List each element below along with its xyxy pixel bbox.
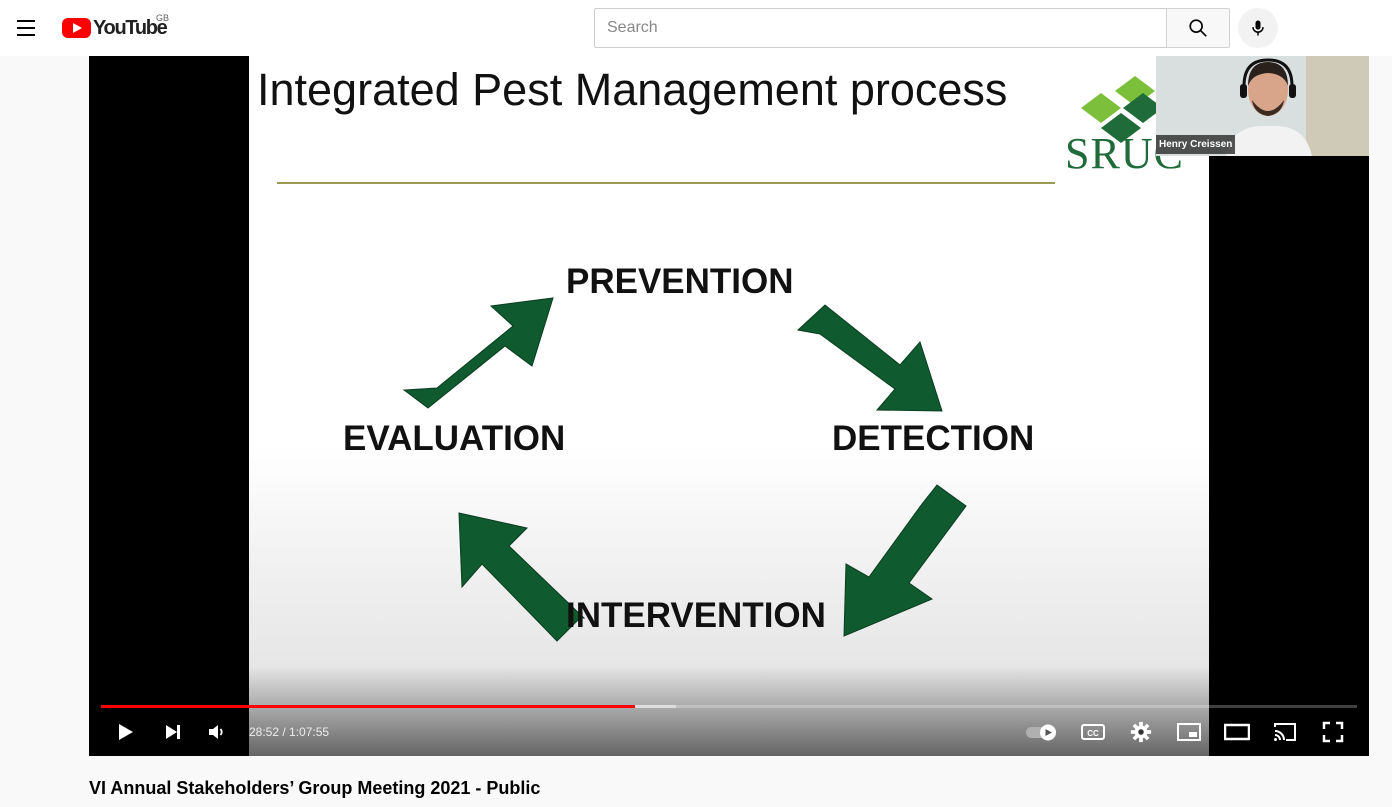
video-title: VI Annual Stakeholders’ Group Meeting 20… [89,778,541,798]
youtube-logo[interactable]: YouTube [62,16,168,40]
play-button[interactable] [105,716,145,748]
search-box [594,8,1167,48]
voice-search-button[interactable] [1238,8,1278,48]
progress-track [101,705,1357,708]
ipm-cycle-arrows [402,297,967,642]
settings-button[interactable] [1121,716,1161,748]
subtitles-button[interactable]: CC [1073,716,1113,748]
autoplay-toggle-icon [1026,724,1056,741]
search-button[interactable] [1166,8,1230,48]
arrow-evaluation-to-prevention-icon [402,297,554,409]
arrow-detection-to-intervention-icon [843,484,967,637]
autoplay-toggle[interactable] [1022,716,1062,748]
step-prevention: PREVENTION [566,262,794,301]
controls-gradient [89,666,1369,756]
mic-icon [1252,20,1264,36]
sruc-logo-icon [1081,76,1163,143]
miniplayer-button[interactable] [1169,716,1209,748]
search-input[interactable] [595,9,1167,47]
slide-divider [277,182,1055,184]
fullscreen-button[interactable] [1313,716,1353,748]
settings-icon [1130,721,1152,743]
logo-text: YouTube [93,16,168,39]
cc-icon: CC [1081,724,1105,740]
step-evaluation: EVALUATION [343,419,566,458]
next-button[interactable] [153,716,193,748]
arrow-prevention-to-detection-icon [796,304,943,412]
region-code: GB [156,13,170,23]
progress-played [101,705,635,708]
menu-icon[interactable] [14,16,38,40]
volume-icon [209,725,223,739]
next-icon [166,725,180,739]
youtube-play-logo-icon [62,18,91,38]
theater-mode-button[interactable] [1217,716,1257,748]
theater-icon [1224,723,1250,741]
speaker-webcam: Henry Creissen [1156,56,1369,156]
masthead: YouTube GB [0,0,1392,56]
volume-button[interactable] [197,716,237,748]
slide-title: Integrated Pest Management process [257,64,1008,115]
step-detection: DETECTION [832,419,1035,458]
fullscreen-icon [1322,721,1344,743]
progress-bar[interactable] [101,704,1357,709]
svg-text:CC: CC [1087,729,1099,738]
cast-button[interactable] [1265,716,1305,748]
presentation-slide: Integrated Pest Management process SRUC … [249,56,1209,756]
search-icon [1189,19,1207,37]
play-icon [119,724,133,740]
time-display: 28:52 / 1:07:55 [249,725,330,739]
cast-icon [1274,723,1296,741]
arrow-intervention-to-evaluation-icon [458,512,586,642]
miniplayer-icon [1177,723,1201,741]
speaker-avatar-icon [1156,56,1369,156]
step-intervention: INTERVENTION [566,596,826,635]
speaker-name: Henry Creissen [1156,135,1236,154]
video-player[interactable]: Integrated Pest Management process SRUC … [89,56,1369,756]
